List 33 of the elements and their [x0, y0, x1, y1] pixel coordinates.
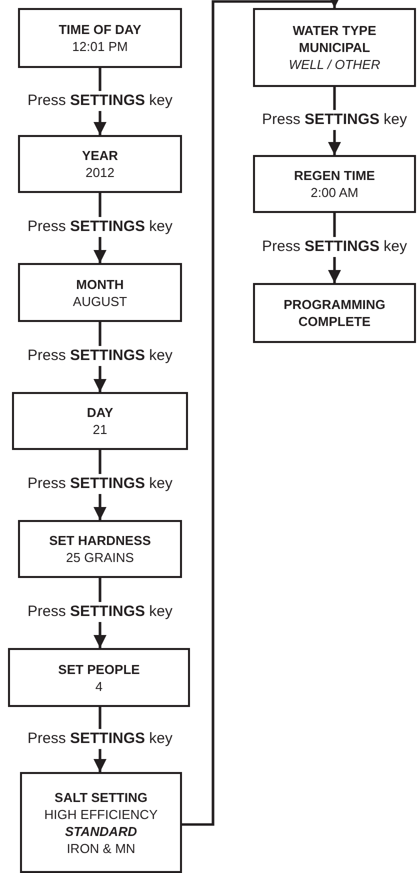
process-box — [8, 648, 190, 707]
step-title: YEAR — [82, 147, 118, 164]
setting-value: 2012 — [86, 164, 114, 181]
setting-value: 25 GRAINS — [66, 549, 134, 566]
setting-value: HIGH EFFICIENCY — [44, 806, 158, 822]
step-title: SET HARDNESS — [49, 532, 151, 549]
process-box — [18, 8, 182, 68]
arrow — [182, 0, 341, 826]
step-title: TIME OF DAY — [58, 21, 142, 38]
process-box — [18, 263, 182, 322]
step-title: PROGRAMMING COMPLETE — [282, 296, 386, 330]
setting-value: MUNICIPAL — [298, 39, 370, 56]
step-title: WATER TYPE — [292, 22, 376, 39]
setting-value: AUGUST — [72, 292, 128, 310]
step-title: SALT SETTING — [54, 788, 148, 806]
process-box — [20, 772, 182, 873]
step-title: REGEN TIME — [294, 167, 375, 184]
setting-value: 12:01 PM — [72, 38, 128, 55]
process-box — [18, 520, 182, 578]
process-box — [253, 155, 416, 213]
setting-value: STANDARD — [65, 822, 137, 840]
process-box — [253, 283, 416, 343]
process-box — [12, 392, 188, 450]
step-title: SET PEOPLE — [58, 660, 140, 678]
process-box — [253, 8, 416, 87]
setting-value: 4 — [95, 678, 103, 694]
step-title: DAY — [86, 404, 114, 421]
setting-value: IRON & MN — [66, 840, 136, 856]
setting-value: 21 — [92, 421, 108, 438]
setting-value: 2:00 AM — [310, 184, 358, 201]
setting-value: WELL / OTHER — [288, 56, 380, 73]
step-title: MONTH — [76, 276, 124, 292]
process-box — [18, 135, 182, 193]
